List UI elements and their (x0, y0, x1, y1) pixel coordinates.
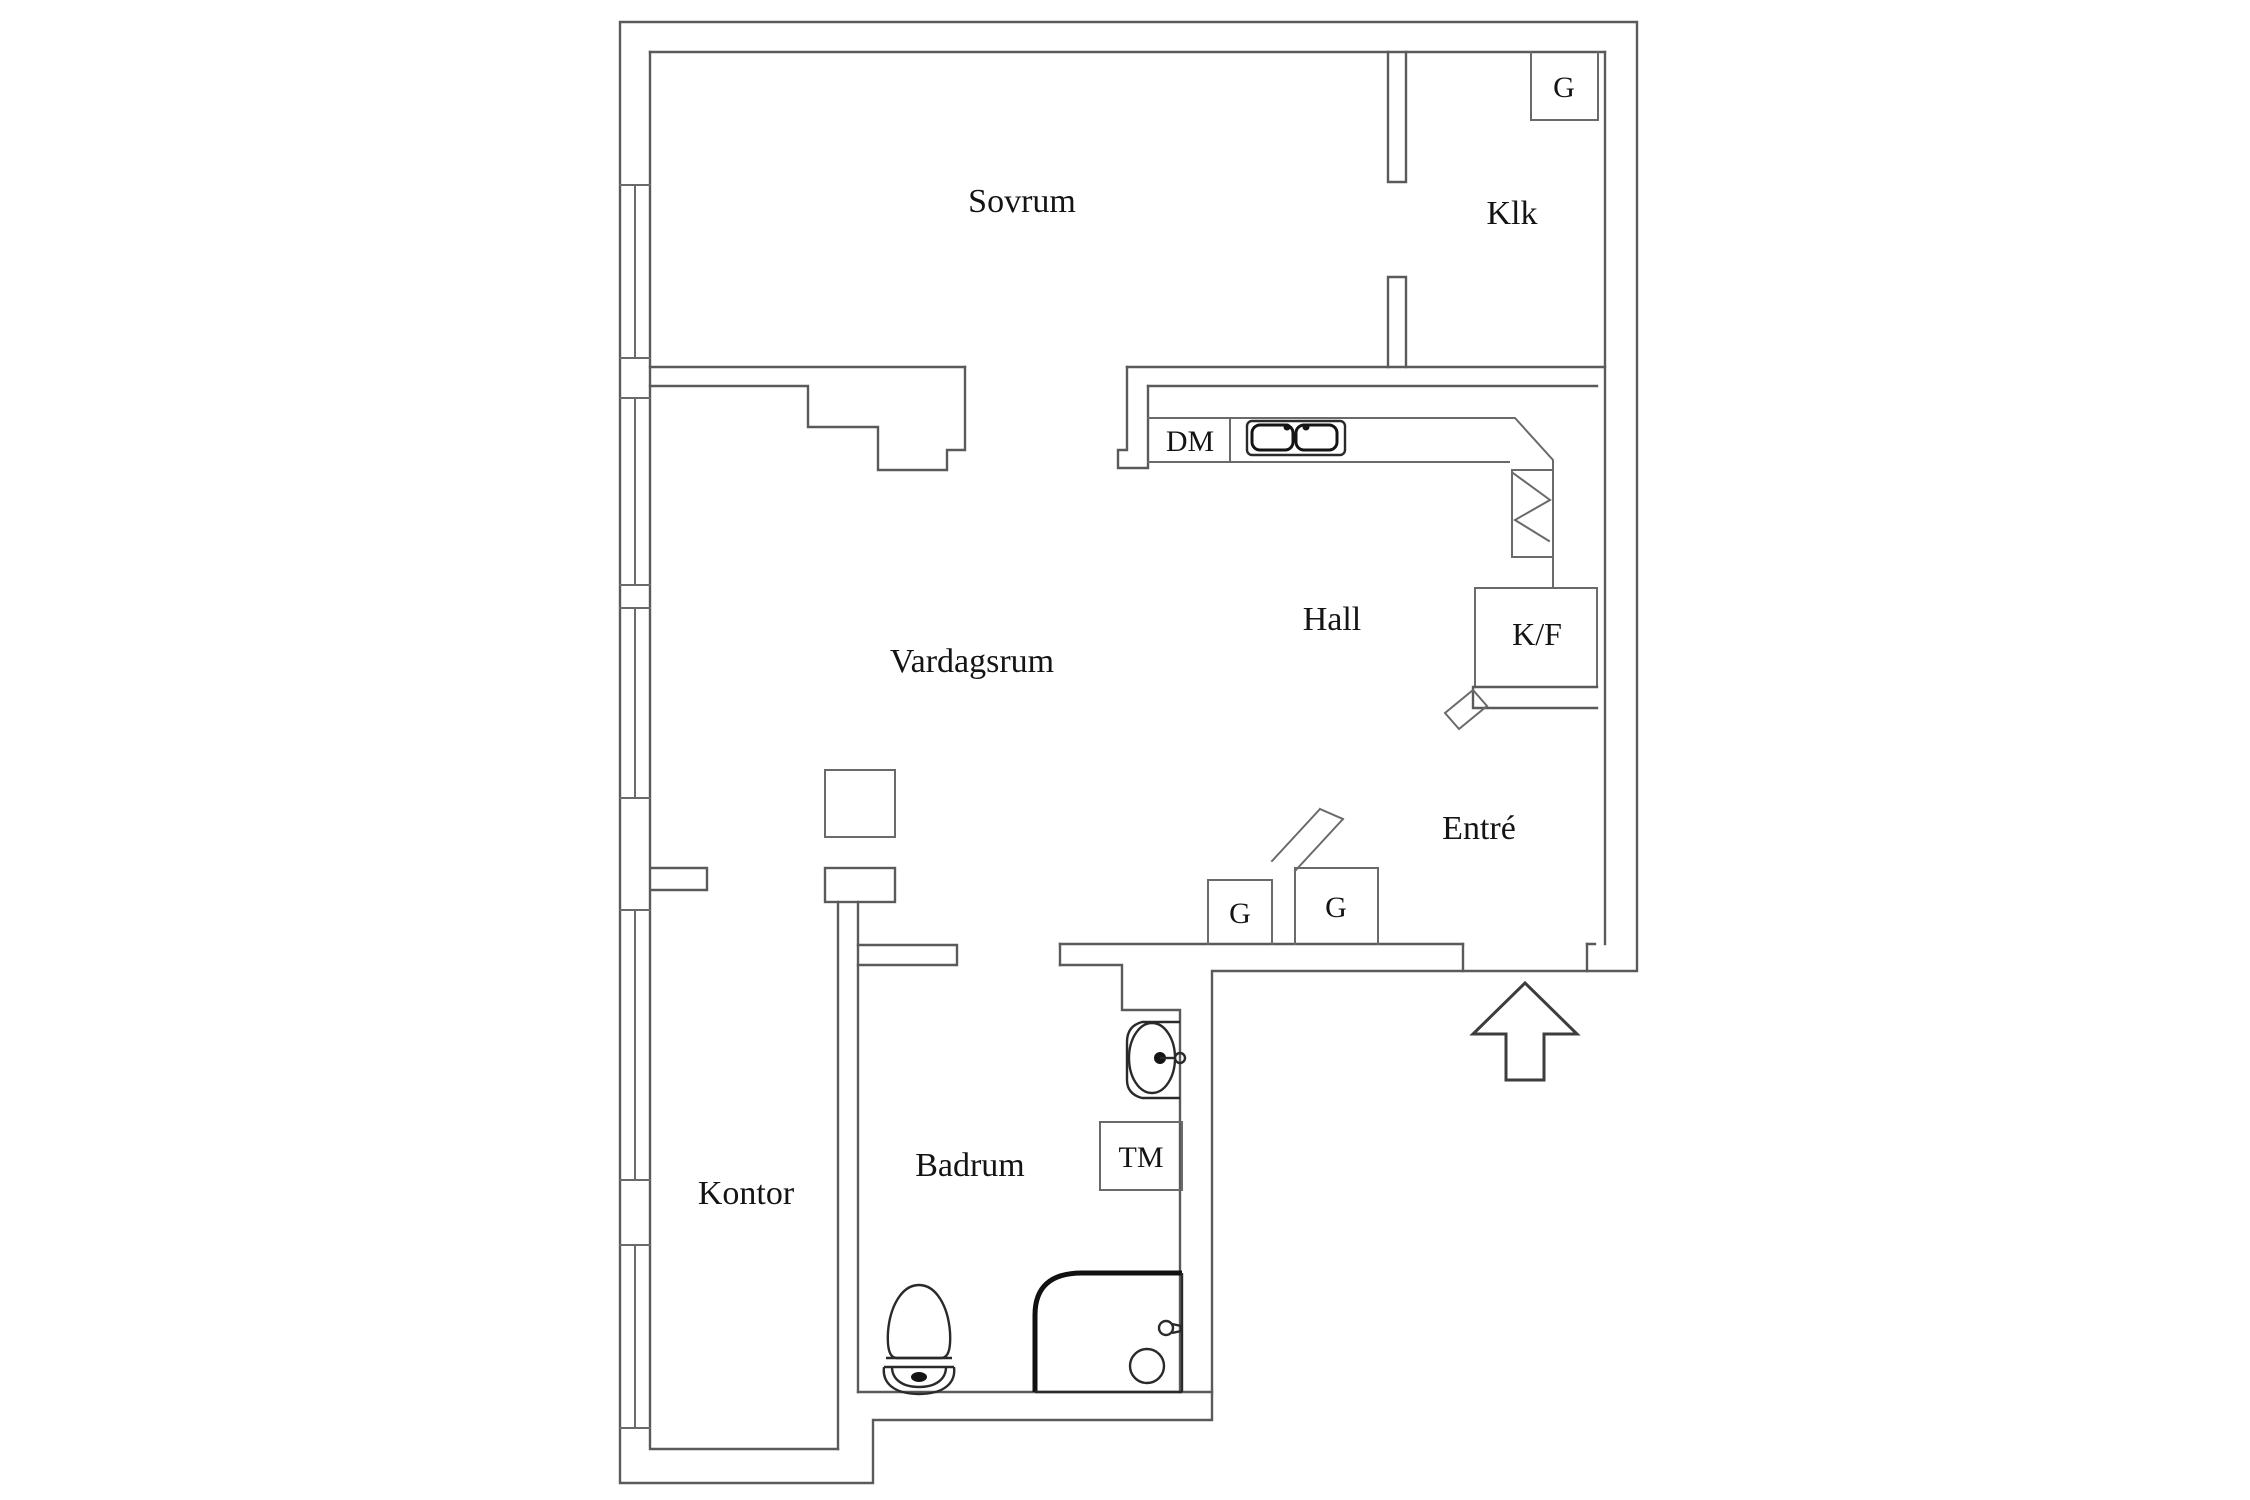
entre-floor-wall (1058, 942, 1597, 973)
label-wardrobe-klk: G (1553, 71, 1575, 104)
entre-north-wall (1443, 685, 1599, 731)
room-label-kontor: Kontor (698, 1175, 795, 1212)
kitchen-sink-icon (1245, 419, 1347, 457)
label-wardrobe-entre-2: G (1325, 891, 1347, 924)
tall-cabinet-icon (1511, 469, 1554, 558)
room-labels: Sovrum Klk Hall Vardagsrum Entré Kontor … (698, 183, 1538, 1212)
wardrobe-box-entre-1 (1207, 879, 1273, 945)
room-label-badrum: Badrum (915, 1147, 1025, 1184)
room-label-sovrum: Sovrum (968, 183, 1076, 220)
room-label-entre: Entré (1442, 810, 1516, 847)
bathtub-icon (1032, 1270, 1184, 1394)
label-fridge-freezer: K/F (1512, 616, 1562, 652)
room-label-klk: Klk (1487, 195, 1538, 232)
entrance-arrow-icon (1469, 980, 1581, 1082)
badrum-walls (650, 866, 1214, 1451)
label-washing-machine: TM (1119, 1141, 1164, 1174)
room-label-vardagsrum: Vardagsrum (890, 643, 1054, 680)
door-leaf-icon (1270, 807, 1345, 873)
exterior-walls (618, 20, 1639, 1485)
fixture-labels: G DM K/F G G TM (1119, 71, 1575, 1174)
kitchen-wall (1116, 365, 1607, 470)
toilet-icon (882, 1283, 956, 1396)
table-icon (824, 769, 896, 838)
washing-machine-box (1099, 1121, 1183, 1191)
wardrobe-box-klk (1530, 51, 1599, 121)
window-icon (619, 184, 651, 1429)
washbasin-icon (1125, 1020, 1187, 1100)
wardrobe-box-entre-2 (1294, 867, 1379, 945)
sovrum-bottom-wall (648, 365, 967, 472)
klk-wall (1386, 50, 1408, 369)
room-label-hall: Hall (1303, 601, 1362, 638)
label-dishwasher: DM (1166, 425, 1214, 458)
label-wardrobe-entre-1: G (1229, 897, 1251, 930)
